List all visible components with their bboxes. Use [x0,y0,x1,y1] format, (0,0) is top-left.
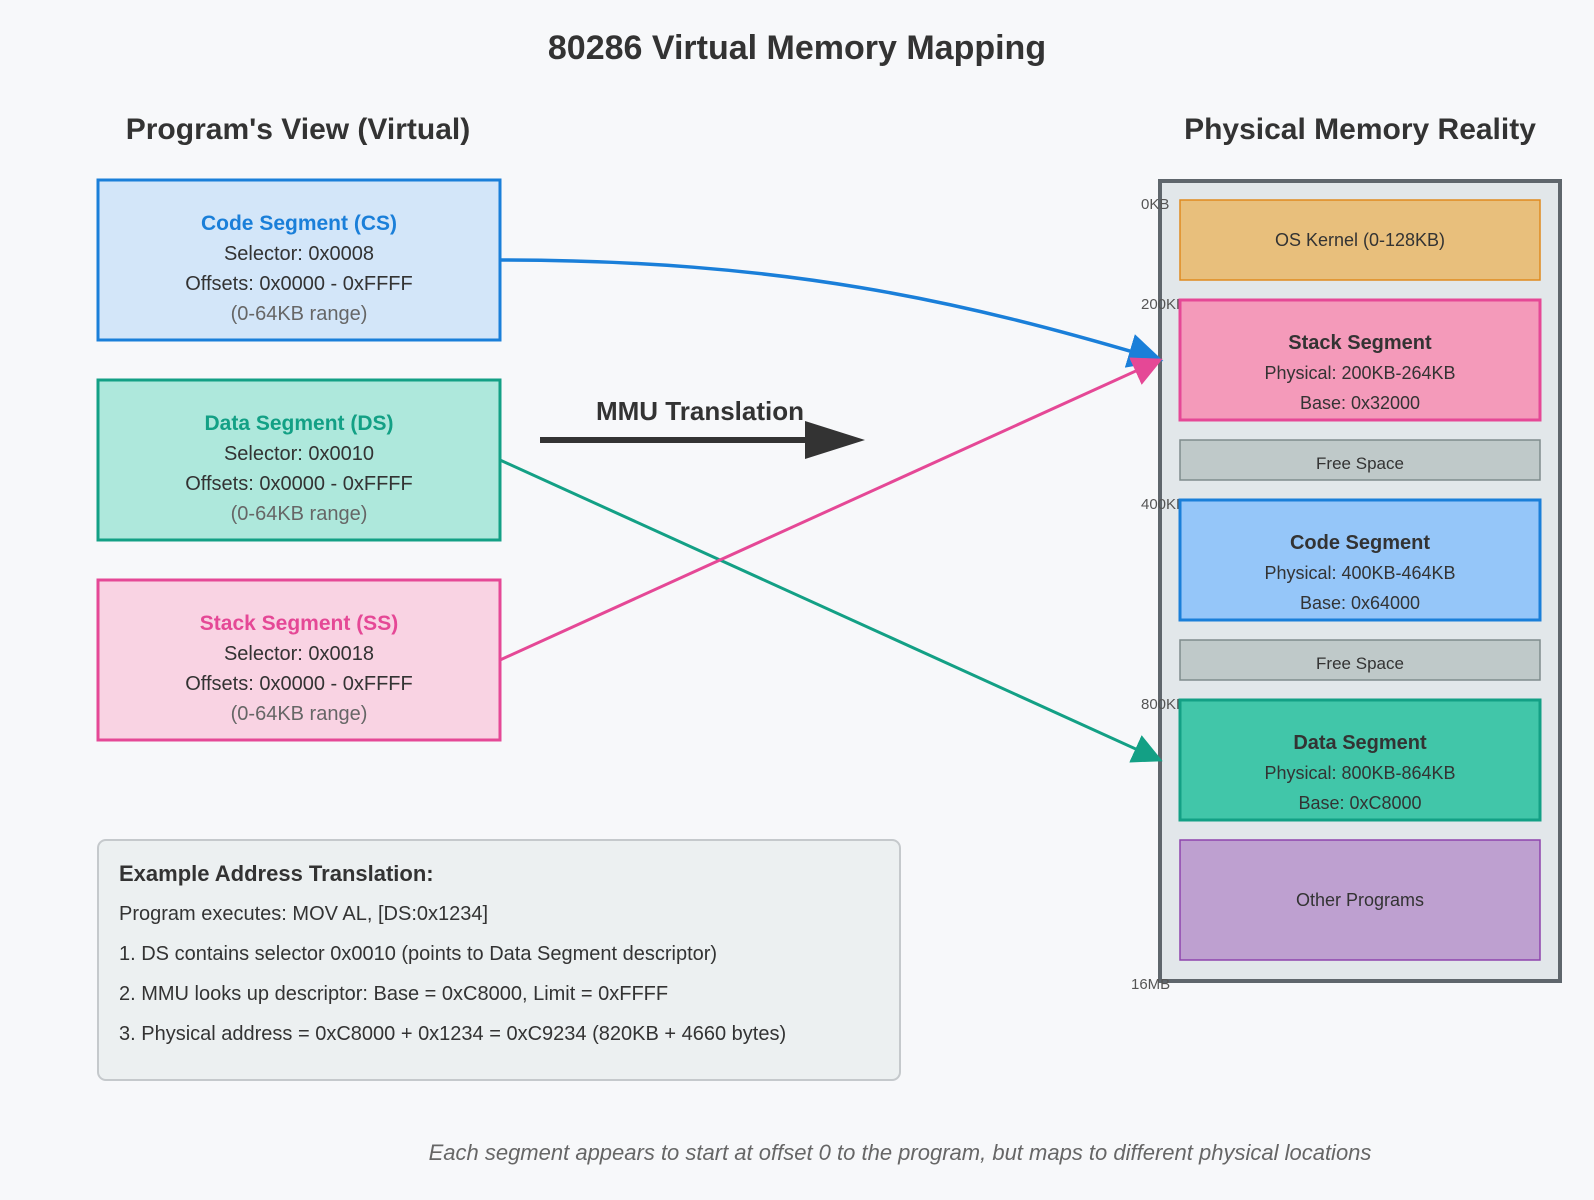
example-translation-box: Example Address Translation: Program exe… [97,839,901,1081]
segment-name: Stack Segment [1288,332,1432,354]
code-mapping-arrow [499,258,1164,368]
segment-name: Data Segment (DS) [204,412,393,435]
segment-name: Code Segment (CS) [201,212,397,235]
physical-code-segment: Code Segment Physical: 400KB-464KB Base:… [1178,498,1542,622]
physical-memory: 0KB 200KB 400KB 800KB 16MB OS Kernel (0-… [1131,179,1562,993]
address-label-200kb: 200KB [1141,296,1186,313]
other-programs-label: Other Programs [1296,890,1424,910]
segment-range: (0-64KB range) [231,303,368,325]
segment-range: (0-64KB range) [231,503,368,525]
example-title: Example Address Translation: [119,861,434,886]
os-kernel-label: OS Kernel (0-128KB) [1275,230,1445,250]
physical-heading: Physical Memory Reality [1184,113,1536,146]
footer-caption: Each segment appears to start at offset … [429,1140,1372,1165]
segment-range: (0-64KB range) [231,703,368,725]
free-space-label: Free Space [1316,454,1404,473]
segment-offsets: Offsets: 0x0000 - 0xFFFF [185,273,412,295]
example-line: Program executes: MOV AL, [DS:0x1234] [119,903,488,925]
address-label-16mb: 16MB [1131,976,1170,993]
segment-base: Base: 0x64000 [1300,593,1420,613]
segment-base: Base: 0xC8000 [1298,793,1421,813]
virtual-data-segment: Data Segment (DS) Selector: 0x0010 Offse… [96,378,502,542]
free-space-block-1: Free Space [1179,439,1541,481]
os-kernel-block: OS Kernel (0-128KB) [1179,199,1541,281]
segment-physical-range: Physical: 400KB-464KB [1264,563,1455,583]
free-space-block-2: Free Space [1179,639,1541,681]
segment-physical-range: Physical: 200KB-264KB [1264,363,1455,383]
mmu-translation-arrow: MMU Translation [540,396,865,459]
example-line: 2. MMU looks up descriptor: Base = 0xC80… [119,983,668,1005]
segment-offsets: Offsets: 0x0000 - 0xFFFF [185,673,412,695]
virtual-code-segment: Code Segment (CS) Selector: 0x0008 Offse… [96,178,502,342]
segment-name: Code Segment [1290,532,1430,554]
address-label-400kb: 400KB [1141,496,1186,513]
diagram-title: 80286 Virtual Memory Mapping [548,29,1046,67]
segment-selector: Selector: 0x0010 [224,443,374,465]
segment-name: Data Segment [1293,732,1427,754]
other-programs-block: Other Programs [1179,839,1541,961]
mmu-label: MMU Translation [596,396,804,426]
stack-mapping-arrow [499,357,1163,662]
physical-stack-segment: Stack Segment Physical: 200KB-264KB Base… [1178,298,1542,422]
virtual-heading: Program's View (Virtual) [126,113,470,146]
segment-name: Stack Segment (SS) [200,612,398,635]
physical-data-segment: Data Segment Physical: 800KB-864KB Base:… [1178,698,1542,822]
segment-selector: Selector: 0x0018 [224,643,374,665]
address-label-800kb: 800KB [1141,696,1186,713]
segment-offsets: Offsets: 0x0000 - 0xFFFF [185,473,412,495]
address-label-0kb: 0KB [1141,196,1169,213]
segment-selector: Selector: 0x0008 [224,243,374,265]
free-space-label: Free Space [1316,654,1404,673]
segment-base: Base: 0x32000 [1300,393,1420,413]
data-mapping-arrow [499,458,1163,763]
segment-physical-range: Physical: 800KB-864KB [1264,763,1455,783]
example-line: 3. Physical address = 0xC8000 + 0x1234 =… [119,1023,786,1045]
virtual-stack-segment: Stack Segment (SS) Selector: 0x0018 Offs… [96,578,502,742]
example-line: 1. DS contains selector 0x0010 (points t… [119,943,717,965]
